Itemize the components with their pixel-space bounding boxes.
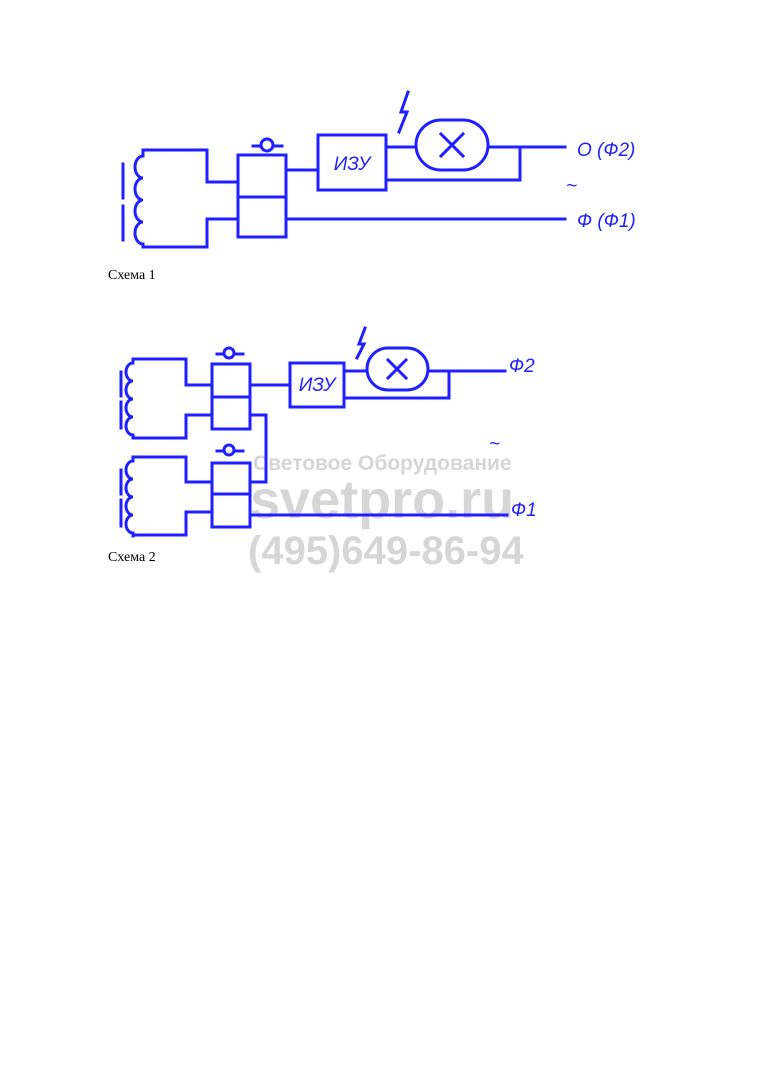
- caption: Схема 2: [108, 550, 156, 565]
- inductor-coil-icon: [121, 150, 145, 249]
- series-link-wire: [248, 413, 268, 484]
- wire: [131, 455, 214, 484]
- wire: [131, 357, 214, 387]
- ballast-block: [210, 461, 252, 529]
- wire: [141, 217, 240, 249]
- ballast-block: [236, 153, 288, 239]
- wire: [131, 510, 214, 537]
- wire: [384, 145, 522, 182]
- output-top-label: Ф2: [509, 356, 535, 377]
- lamp-icon: [414, 118, 490, 172]
- izu-label: ИЗУ: [334, 154, 372, 175]
- wire: [141, 148, 240, 184]
- lamp-icon: [365, 346, 430, 392]
- watermark-line3: (495)649-86-94: [248, 529, 524, 573]
- watermark-line1: Световое Оборудование: [253, 452, 512, 475]
- scheme-1: ИЗУ О (Ф2) ~ Ф (Ф1) Схема 1: [108, 90, 636, 283]
- thermal-switch-icon: [215, 346, 245, 360]
- watermark: Световое Оборудование svetpro.ru (495)64…: [248, 452, 524, 573]
- watermark-line2: svetpro.ru: [250, 470, 514, 530]
- wire: [131, 413, 214, 440]
- caption: Схема 1: [108, 268, 156, 283]
- scheme-2: ИЗУ Ф2 ~ Ф1 Схема 2: [108, 326, 537, 565]
- ac-symbol: ~: [566, 176, 577, 197]
- wire: [342, 369, 451, 400]
- inductor-coil-icon: [119, 358, 135, 440]
- thermal-switch-icon: [215, 443, 245, 457]
- thermal-switch-icon: [251, 137, 284, 153]
- output-bottom-label: Ф1: [511, 500, 537, 521]
- ac-symbol: ~: [489, 434, 500, 455]
- izu-label: ИЗУ: [299, 375, 337, 396]
- output-bottom-label: Ф (Ф1): [577, 211, 636, 232]
- ballast-block: [210, 362, 252, 431]
- izu-block: [316, 133, 388, 192]
- izu-block: [288, 361, 346, 409]
- output-top-label: О (Ф2): [577, 140, 635, 161]
- inductor-coil-icon: [119, 456, 135, 538]
- lightning-icon: [354, 326, 367, 361]
- lightning-icon: [397, 90, 410, 134]
